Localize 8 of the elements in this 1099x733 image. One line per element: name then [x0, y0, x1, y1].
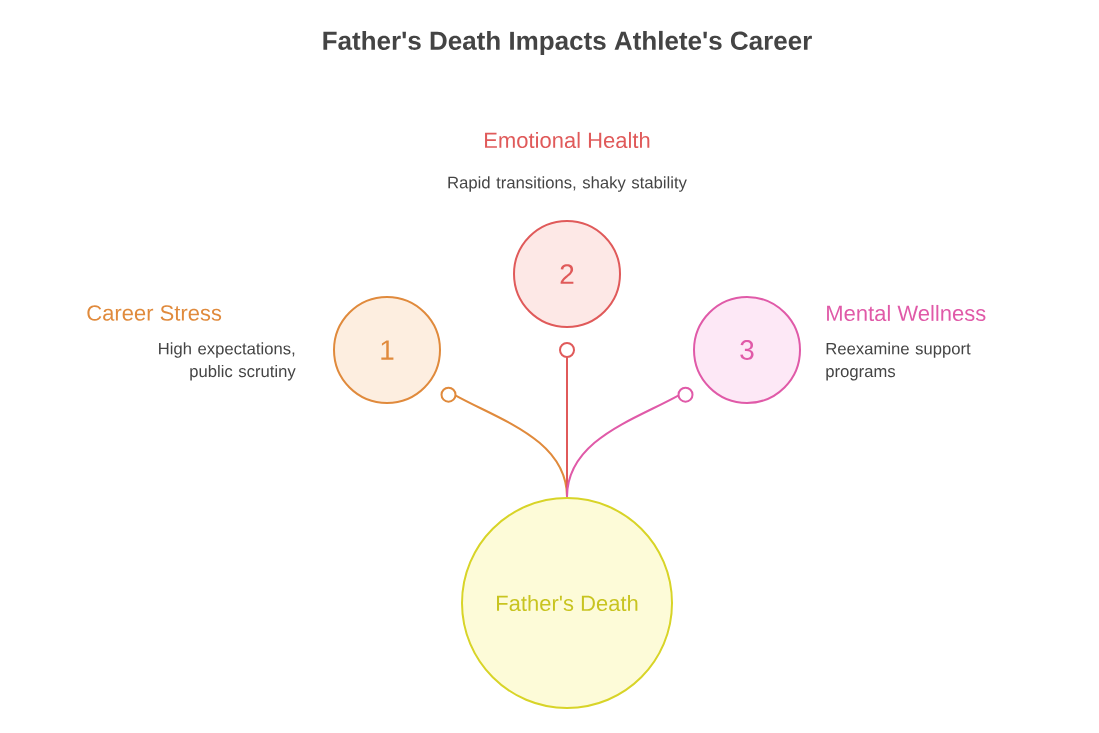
category-heading: Career Stress	[87, 305, 222, 321]
description-text: Reexamine support programs	[826, 342, 971, 381]
description-text: High expectations, public scrutiny	[159, 342, 296, 381]
category-heading: Mental Wellness	[827, 304, 986, 322]
category-heading: Emotional Health	[485, 131, 650, 149]
description-text: Rapid transitions, shaky stability	[448, 176, 687, 192]
title: Father's Death Impacts Athlete's Career	[323, 30, 812, 56]
connector	[566, 386, 694, 498]
